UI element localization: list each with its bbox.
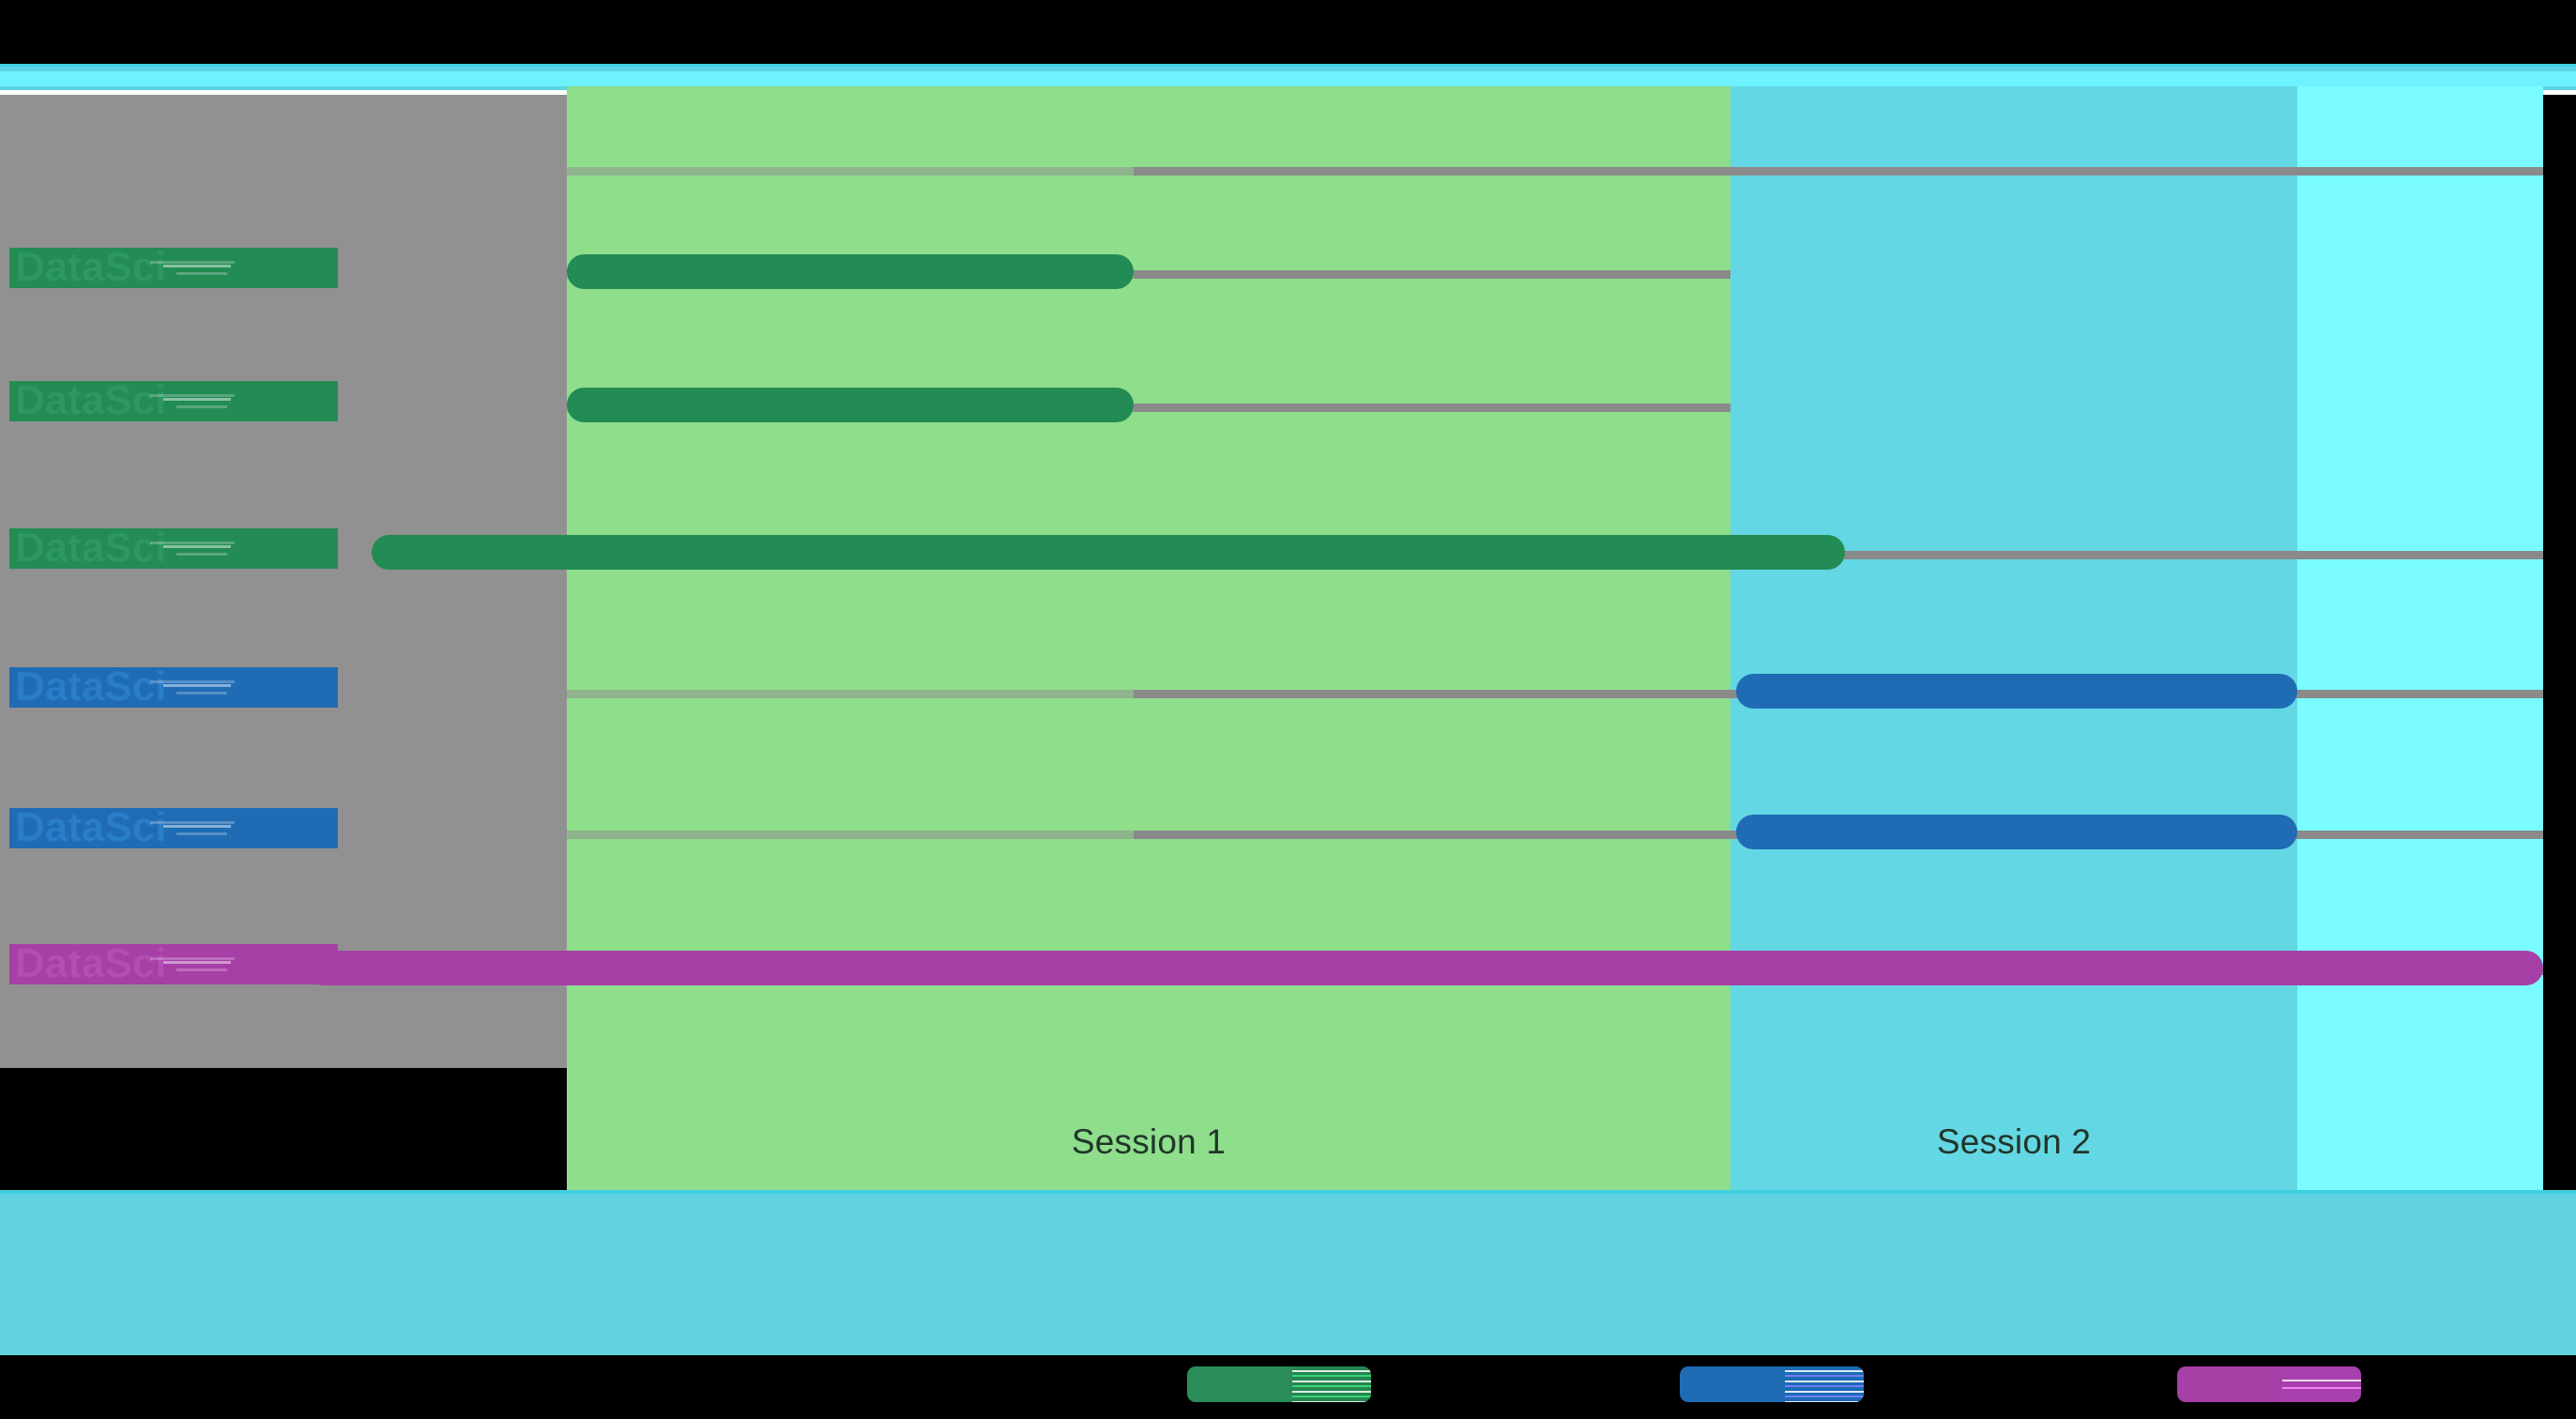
- gridline-top: [567, 167, 1134, 175]
- row-label-0-text: DataSci: [15, 248, 167, 288]
- footer-stripe: [0, 1190, 2576, 1194]
- legend-blue-text-redacted: [1785, 1366, 1864, 1402]
- row-label-4-artifact-2: [176, 832, 227, 835]
- row-label-2-artifact-1: [163, 545, 231, 548]
- footer-band: [0, 1194, 2576, 1355]
- header-stripe-3: [0, 71, 2576, 86]
- header-stripe-2: [0, 67, 2576, 71]
- row-label-4-text: DataSci: [15, 808, 167, 848]
- row-label-0-artifact-1: [163, 265, 231, 267]
- header-stripe-1: [0, 64, 2576, 67]
- legend-green-swatch: [1187, 1366, 1371, 1402]
- row-label-2-artifact-2: [176, 553, 227, 556]
- task-bar-2[interactable]: [372, 535, 1845, 570]
- row-label-0-artifact-0: [150, 261, 235, 264]
- legend-green-text-redacted: [1292, 1366, 1371, 1402]
- row-label-4-artifact-0: [150, 821, 235, 824]
- row-label-5-text: DataSci: [15, 944, 167, 984]
- gridline-row-4-left: [567, 831, 1134, 839]
- row-label-5-artifact-1: [163, 961, 231, 964]
- row-label-1-artifact-0: [150, 394, 235, 397]
- row-label-gutter: [0, 95, 550, 1068]
- task-bar-1[interactable]: [567, 388, 1134, 422]
- row-label-2-text: DataSci: [15, 528, 167, 569]
- row-label-2-artifact-0: [150, 542, 235, 544]
- row-label-4[interactable]: DataSci: [9, 808, 338, 848]
- legend: [0, 1355, 2576, 1419]
- task-bar-5[interactable]: [306, 951, 2543, 985]
- legend-blue-swatch: [1680, 1366, 1864, 1402]
- gridline-row-3-left: [567, 690, 1134, 698]
- row-label-1[interactable]: DataSci: [9, 381, 338, 421]
- row-label-0-artifact-2: [176, 272, 227, 275]
- row-label-3-artifact-0: [150, 680, 235, 683]
- row-label-3-text: DataSci: [15, 667, 167, 708]
- row-label-4-artifact-1: [163, 825, 231, 828]
- row-label-5-artifact-0: [150, 957, 235, 960]
- row-label-5-artifact-2: [176, 969, 227, 971]
- legend-magenta-text-redacted: [2282, 1366, 2361, 1402]
- row-label-3-artifact-2: [176, 692, 227, 694]
- session-band-2[interactable]: Session 2: [1730, 86, 2297, 1194]
- gridline-row-1-right: [1134, 404, 1730, 412]
- gridline-row-0-right: [1134, 270, 1730, 279]
- legend-magenta-swatch: [2177, 1366, 2361, 1402]
- session-band-1-label: Session 1: [1071, 1122, 1227, 1161]
- row-label-2[interactable]: DataSci: [9, 528, 338, 569]
- gridline-top-right: [1134, 167, 2543, 175]
- title-bar: [0, 0, 2576, 64]
- row-label-1-artifact-1: [163, 398, 231, 401]
- row-label-3-artifact-1: [163, 684, 231, 687]
- row-label-3[interactable]: DataSci: [9, 667, 338, 708]
- task-bar-3[interactable]: [1736, 674, 2297, 709]
- row-label-0[interactable]: DataSci: [9, 248, 338, 288]
- row-label-1-text: DataSci: [15, 381, 167, 421]
- task-bar-4[interactable]: [1736, 815, 2297, 849]
- row-label-1-artifact-2: [176, 405, 227, 408]
- session-band-2-label: Session 2: [1936, 1122, 2092, 1161]
- task-bar-0[interactable]: [567, 254, 1134, 289]
- session-band-1[interactable]: Session 1: [567, 86, 1730, 1194]
- session-band-3[interactable]: [2297, 86, 2543, 1194]
- row-label-5[interactable]: DataSci: [9, 944, 338, 984]
